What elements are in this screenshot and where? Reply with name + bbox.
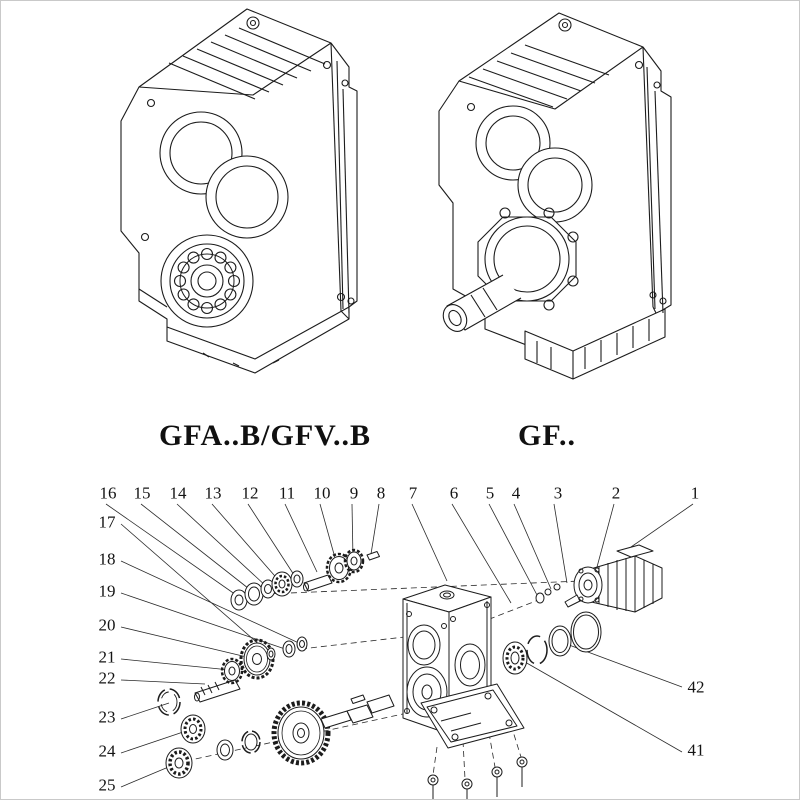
exploded-view-drawing <box>105 503 694 799</box>
input-shaft-parts <box>230 548 380 611</box>
base-plate-parts <box>420 683 528 799</box>
callout-number: 42 <box>687 677 705 697</box>
callout-number: 18 <box>98 549 116 569</box>
callout-number: 15 <box>133 483 151 503</box>
assembly-axes <box>185 580 582 780</box>
callout-number: 4 <box>511 483 521 503</box>
callout-number: 25 <box>98 775 116 795</box>
callout-number: 13 <box>204 483 222 503</box>
gearbox-gfab-drawing <box>120 8 358 374</box>
callout-number: 11 <box>278 483 296 503</box>
callout-number: 14 <box>169 483 187 503</box>
gearbox-gf-drawing <box>438 12 672 380</box>
callout-number: 8 <box>376 483 386 503</box>
callout-number: 24 <box>98 741 116 761</box>
left-model-label: GFA..B/GFV..B <box>159 419 371 452</box>
callout-number: 10 <box>313 483 331 503</box>
callout-number: 23 <box>98 707 116 727</box>
callout-number: 1 <box>690 483 700 503</box>
callout-number: 5 <box>485 483 495 503</box>
callout-number: 22 <box>98 668 116 688</box>
output-shaft-parts <box>157 688 395 779</box>
callout-number: 2 <box>611 483 621 503</box>
callout-number: 17 <box>98 512 116 532</box>
callout-number: 6 <box>449 483 459 503</box>
leader-lines <box>105 503 694 788</box>
intermediate-shaft-parts <box>194 636 308 703</box>
callout-number: 16 <box>99 483 117 503</box>
motor-part <box>564 544 663 613</box>
callout-number: 41 <box>687 740 705 760</box>
output-side-parts <box>502 583 602 675</box>
callout-number: 7 <box>408 483 418 503</box>
callout-number: 12 <box>241 483 259 503</box>
callout-number: 19 <box>98 581 116 601</box>
callout-number: 3 <box>553 483 563 503</box>
callout-number: 20 <box>98 615 116 635</box>
callout-number: 21 <box>98 647 116 667</box>
callout-number: 9 <box>349 483 359 503</box>
right-model-label: GF.. <box>518 419 576 452</box>
